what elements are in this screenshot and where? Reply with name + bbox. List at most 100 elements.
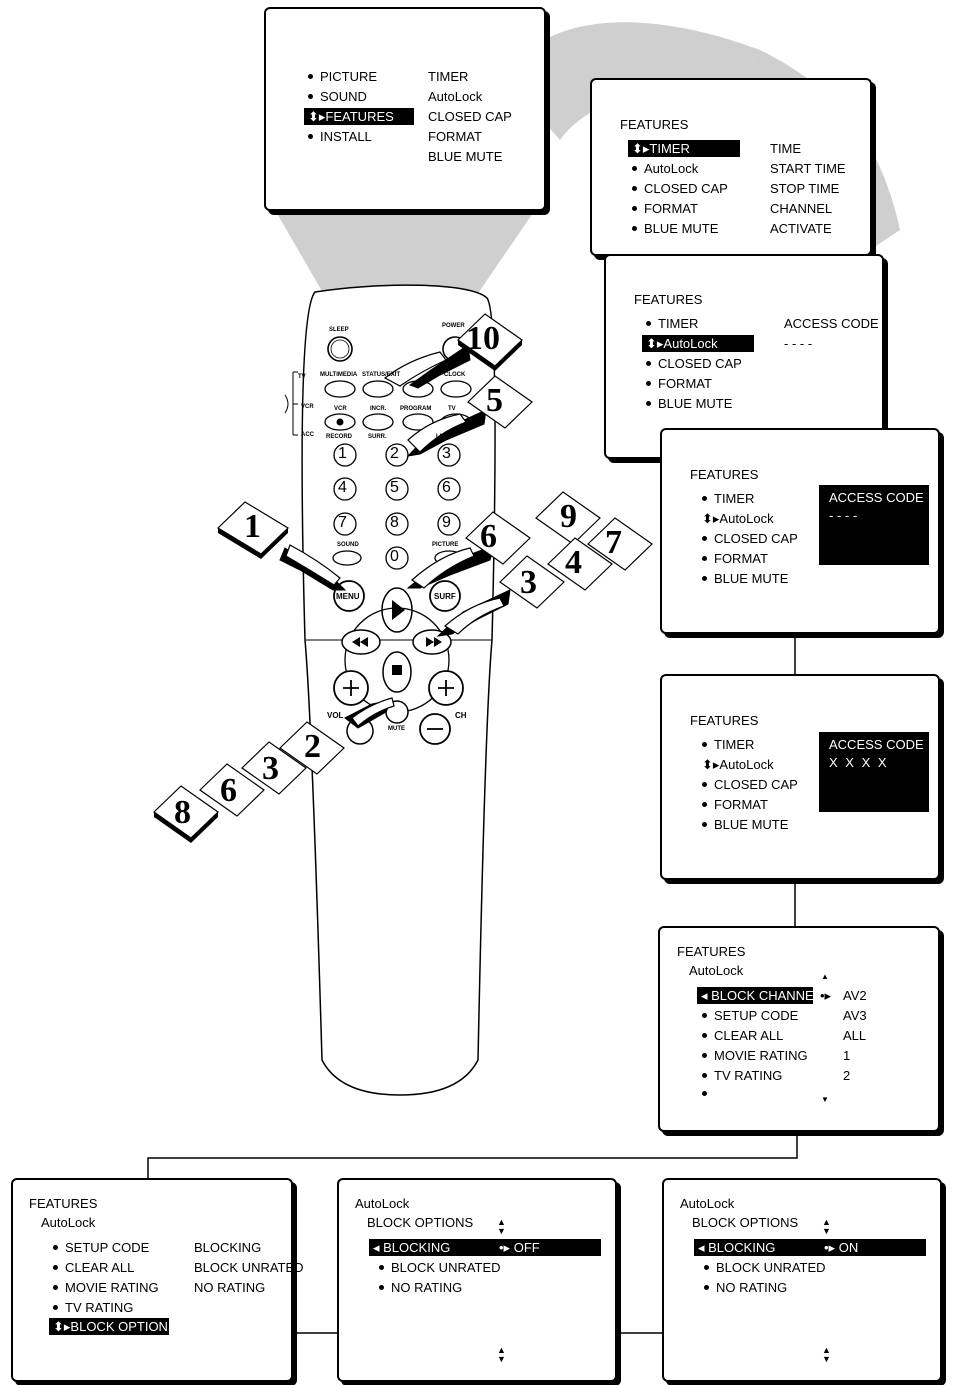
menu-item-install[interactable]: INSTALL xyxy=(308,129,372,145)
access-code-value: - - - - xyxy=(784,336,813,351)
menu-item-features-selected[interactable]: ⬍▸FEATURES xyxy=(304,108,414,125)
scroll-updown-icon[interactable]: ▲▼ xyxy=(497,1217,506,1236)
screen-main-menu: PICTURE SOUND ⬍▸FEATURES INSTALL TIMER A… xyxy=(264,7,546,211)
remote-incr-label: INCR. xyxy=(370,406,387,412)
autolock-item-setup-code[interactable]: SETUP CODE xyxy=(702,1008,798,1024)
features-item-timer[interactable]: TIMER xyxy=(702,491,754,507)
screen-title: AutoLock xyxy=(680,1196,735,1211)
features-item-blue-mute[interactable]: BLUE MUTE xyxy=(646,396,732,412)
features-item-blue-mute[interactable]: BLUE MUTE xyxy=(632,221,718,237)
autolock-item-tv-rating[interactable]: TV RATING xyxy=(53,1300,133,1316)
remote-sleep-label: SLEEP xyxy=(329,327,349,333)
features-item-autolock-selected[interactable]: ⬍▸AutoLock xyxy=(642,335,754,352)
autolock-item-block-channel-selected[interactable]: ◂ BLOCK CHANNEL xyxy=(697,987,821,1004)
screen-beam xyxy=(275,210,535,305)
features-item-format[interactable]: FORMAT xyxy=(632,201,698,217)
autolock-item-setup-code[interactable]: SETUP CODE xyxy=(53,1240,149,1256)
step-7: 7 xyxy=(605,524,622,561)
screen-subtitle: AutoLock xyxy=(41,1215,96,1230)
menu-item-sound[interactable]: SOUND xyxy=(308,89,367,105)
access-code-box[interactable]: ACCESS CODE- - - - xyxy=(819,485,929,565)
remote-picture-label: PICTURE xyxy=(432,542,459,548)
features-item-format[interactable]: FORMAT xyxy=(702,797,768,813)
blocking-row-selected[interactable]: ◂ BLOCKING•▸ ON xyxy=(694,1239,926,1256)
submenu-format: FORMAT xyxy=(428,129,482,144)
features-item-format[interactable]: FORMAT xyxy=(702,551,768,567)
block-channel-value-1: 1 xyxy=(843,1048,851,1063)
autolock-item-clear-all[interactable]: CLEAR ALL xyxy=(702,1028,783,1044)
blocking-value-on: •▸ ON xyxy=(824,1240,859,1255)
remote-tv-btn-label: TV xyxy=(448,406,456,412)
screen-access-code-entry: FEATURES TIMER ⬍▸AutoLock CLOSED CAP FOR… xyxy=(660,428,940,634)
remote-status-label: STATUS/EXIT xyxy=(362,372,401,378)
digit-0: 0 xyxy=(390,548,399,565)
digit-9: 9 xyxy=(442,514,451,531)
channel-selector-icon: •▸ xyxy=(820,988,832,1003)
step-1: 1 xyxy=(244,508,261,545)
screen-subtitle: BLOCK OPTIONS xyxy=(692,1215,799,1230)
screen-title: FEATURES xyxy=(29,1196,98,1211)
features-item-closed-cap[interactable]: CLOSED CAP xyxy=(702,531,798,547)
features-item-autolock-current[interactable]: ⬍▸AutoLock xyxy=(702,757,774,772)
surf-button xyxy=(429,580,461,612)
submenu-autolock: AutoLock xyxy=(428,89,483,104)
scroll-updown-icon[interactable]: ▲▼ xyxy=(822,1217,831,1236)
remote-tv-label: TV xyxy=(298,374,306,380)
timer-stop-time: STOP TIME xyxy=(770,181,840,196)
remote-surf-label: SURF xyxy=(434,592,456,601)
multimedia-button xyxy=(324,380,356,398)
blocking-value-off: •▸ OFF xyxy=(499,1240,540,1255)
incr-button xyxy=(362,413,394,431)
remote-vol-label: VOL xyxy=(327,711,344,720)
autolock-item-movie-rating[interactable]: MOVIE RATING xyxy=(702,1048,808,1064)
digit-3: 3 xyxy=(442,445,451,462)
timer-time: TIME xyxy=(770,141,802,156)
features-item-closed-cap[interactable]: CLOSED CAP xyxy=(632,181,728,197)
sleep-button xyxy=(327,336,353,362)
option-no-rating[interactable]: NO RATING xyxy=(379,1280,462,1296)
features-item-closed-cap[interactable]: CLOSED CAP xyxy=(702,777,798,793)
scroll-up-icon[interactable]: ▲ xyxy=(821,972,829,981)
features-item-blue-mute[interactable]: BLUE MUTE xyxy=(702,817,788,833)
features-item-autolock-current[interactable]: ⬍▸AutoLock xyxy=(702,511,774,526)
remote-sound-label: SOUND xyxy=(337,542,359,548)
step-3a: 3 xyxy=(520,564,537,601)
features-item-format[interactable]: FORMAT xyxy=(646,376,712,392)
autolock-item-tv-rating[interactable]: TV RATING xyxy=(702,1068,782,1084)
option-no-rating: NO RATING xyxy=(194,1280,266,1295)
block-channel-value-all: ALL xyxy=(843,1028,867,1043)
features-item-timer[interactable]: TIMER xyxy=(702,737,754,753)
option-block-unrated[interactable]: BLOCK UNRATED xyxy=(379,1260,501,1276)
digit-4: 4 xyxy=(338,479,347,496)
autolock-item-more[interactable] xyxy=(702,1086,714,1102)
remote-multimedia-label: MULTIMEDIA xyxy=(320,372,358,378)
remote-power-label: POWER xyxy=(442,323,465,329)
option-no-rating[interactable]: NO RATING xyxy=(704,1280,787,1296)
autolock-item-block-options-selected[interactable]: ⬍▸BLOCK OPTIONS xyxy=(49,1318,177,1335)
autolock-item-movie-rating[interactable]: MOVIE RATING xyxy=(53,1280,159,1296)
scroll-down-icon[interactable]: ▼ xyxy=(821,1095,829,1104)
remote-clock-label: CLOCK xyxy=(444,372,466,378)
step-2: 2 xyxy=(304,728,321,765)
autolock-item-clear-all[interactable]: CLEAR ALL xyxy=(53,1260,134,1276)
menu-item-picture[interactable]: PICTURE xyxy=(308,69,377,85)
block-channel-value-av3: AV3 xyxy=(843,1008,867,1023)
features-item-timer[interactable]: TIMER xyxy=(646,316,698,332)
scroll-updown-icon-bottom[interactable]: ▲▼ xyxy=(822,1345,831,1364)
digit-8: 8 xyxy=(390,514,399,531)
features-item-autolock[interactable]: AutoLock xyxy=(632,161,698,177)
features-item-blue-mute[interactable]: BLUE MUTE xyxy=(702,571,788,587)
features-item-closed-cap[interactable]: CLOSED CAP xyxy=(646,356,742,372)
remote-record-label: RECORD xyxy=(326,434,353,440)
option-block-unrated[interactable]: BLOCK UNRATED xyxy=(704,1260,826,1276)
screen-title: AutoLock xyxy=(355,1196,410,1211)
features-item-timer-selected[interactable]: ⬍▸TIMER xyxy=(628,140,740,157)
screen-title: FEATURES xyxy=(620,117,689,132)
scroll-updown-icon-bottom[interactable]: ▲▼ xyxy=(497,1345,506,1364)
digit-1: 1 xyxy=(338,445,347,462)
blocking-row-selected[interactable]: ◂ BLOCKING•▸ OFF xyxy=(369,1239,601,1256)
digit-6: 6 xyxy=(442,479,451,496)
digit-2: 2 xyxy=(390,445,399,462)
screen-title: FEATURES xyxy=(634,292,703,307)
